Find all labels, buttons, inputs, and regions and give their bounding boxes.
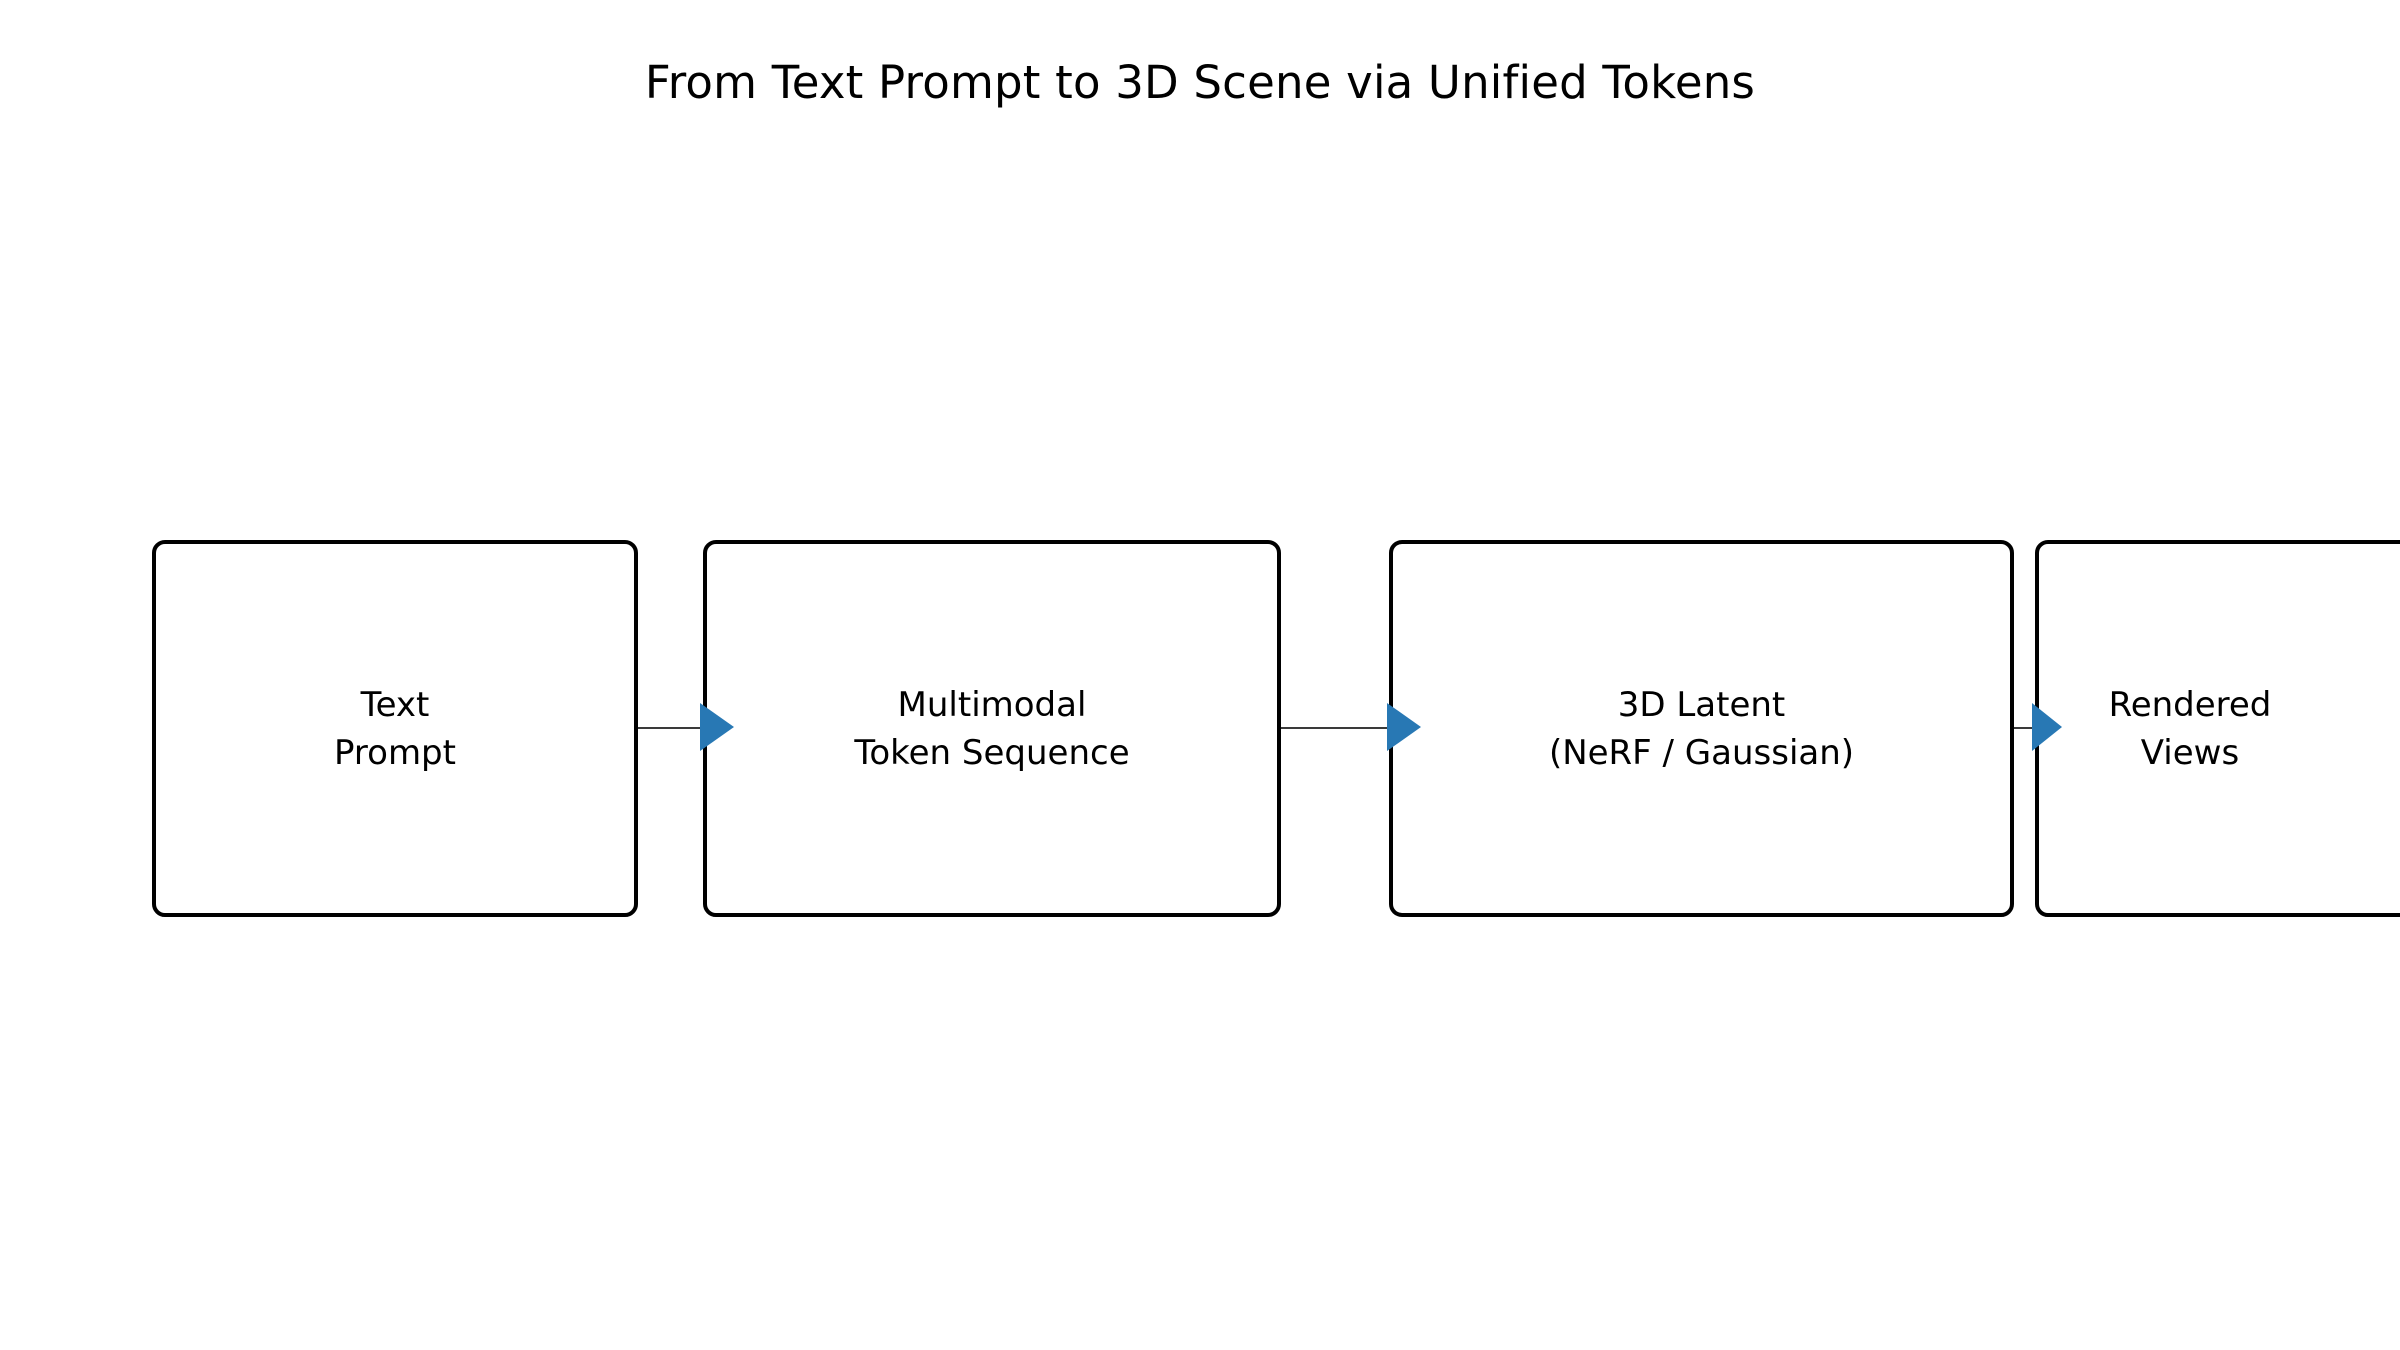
connector-3d-latent-to-rendered-views: [1990, 727, 2046, 729]
stage-3d-latent-label: 3D Latent (NeRF / Gaussian): [1548, 684, 1855, 773]
stage-multimodal-token-sequence-label: Multimodal Token Sequence: [854, 684, 1130, 773]
connector-text-prompt-to-token-sequence: [610, 727, 720, 729]
connector-token-sequence-to-3d-latent: [1255, 727, 1405, 729]
arrow-right-icon-3: [2032, 703, 2062, 751]
stage-text-prompt-label: Text Prompt: [334, 684, 456, 773]
page-title: From Text Prompt to 3D Scene via Unified…: [644, 56, 1756, 109]
arrow-right-icon-1: [700, 703, 734, 751]
arrow-right-icon-2: [1387, 703, 1421, 751]
stage-text-prompt[interactable]: Text Prompt: [152, 540, 638, 917]
stage-multimodal-token-sequence[interactable]: Multimodal Token Sequence: [703, 540, 1281, 917]
stage-3d-latent[interactable]: 3D Latent (NeRF / Gaussian): [1389, 540, 2014, 917]
stage-rendered-views[interactable]: Rendered Views: [2035, 540, 2400, 917]
stage-rendered-views-label: Rendered Views: [2108, 684, 2272, 773]
